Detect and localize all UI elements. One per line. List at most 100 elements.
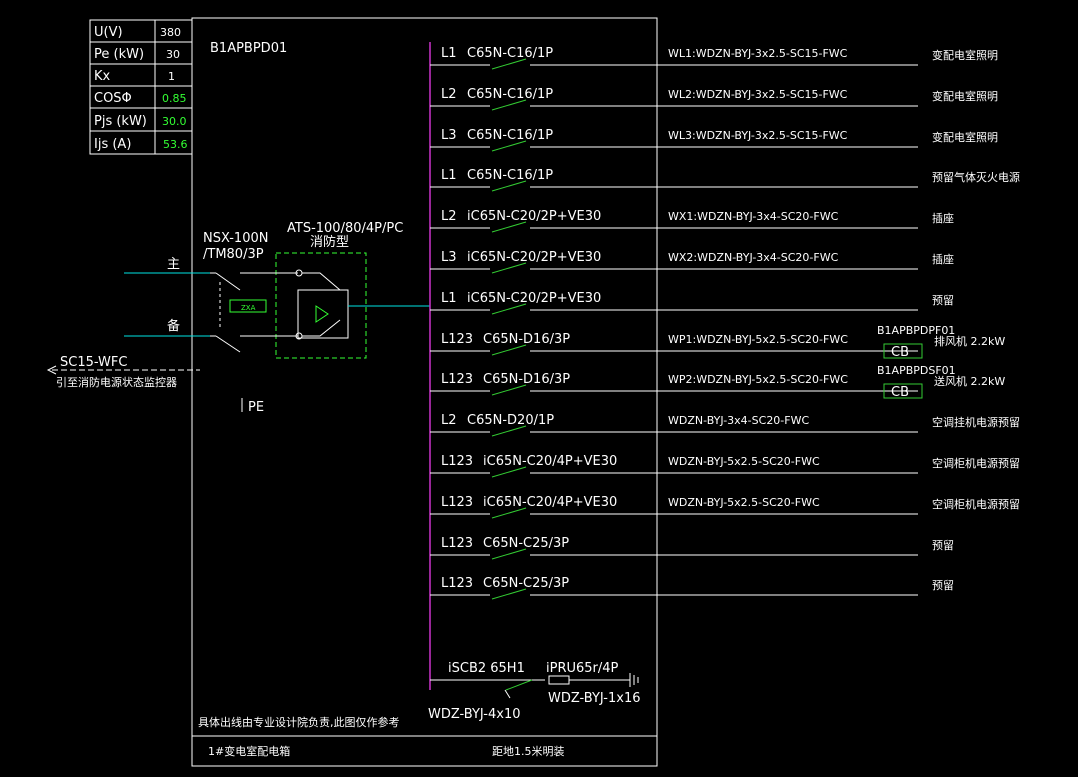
param-value: 1 xyxy=(168,70,175,83)
circuit-destination: 空调柜机电源预留 xyxy=(932,497,1020,511)
monitor-link: SC15-WFC 引至消防电源状态监控器 xyxy=(46,355,200,389)
circuit-destination: 预留 xyxy=(932,294,954,307)
breaker-contact xyxy=(491,588,527,600)
circuit-destination: 排风机 2.2kW xyxy=(934,334,1005,348)
circuit-destination: 变配电室照明 xyxy=(932,130,998,144)
circuit-breaker: iC65N-C20/2P+VE30 xyxy=(467,291,601,306)
breaker-contact xyxy=(491,99,527,111)
param-value: 380 xyxy=(160,26,181,39)
breaker-contact xyxy=(491,303,527,315)
param-value: 30 xyxy=(166,48,180,61)
circuit-breaker: C65N-C25/3P xyxy=(483,536,569,551)
circuit-destination: 预留 xyxy=(932,539,954,552)
param-label: Kx xyxy=(94,69,111,84)
spd-cable2: WDZ-BYJ-1x16 xyxy=(548,691,641,706)
circuit-phase: L1 xyxy=(441,46,457,61)
ats-switch: ATS-100/80/4P/PC 消防型 xyxy=(270,221,430,359)
circuit-cable: WP2:WDZN-BYJ-5x2.5-SC20-FWC xyxy=(668,373,848,386)
circuit-breaker: iC65N-C20/2P+VE30 xyxy=(467,250,601,265)
circuit-phase: L2 xyxy=(441,413,457,428)
circuit-phase: L2 xyxy=(441,209,457,224)
circuit-cable: WP1:WDZN-BYJ-5x2.5-SC20-FWC xyxy=(668,333,848,346)
circuit-phase: L2 xyxy=(441,87,457,102)
circuit-phase: L123 xyxy=(441,332,473,347)
param-label: Pjs (kW) xyxy=(94,114,147,129)
zxa-label: ZXA xyxy=(241,304,256,312)
circuit-destination: 插座 xyxy=(932,211,954,225)
param-label: U(V) xyxy=(94,25,123,40)
param-label: COSΦ xyxy=(94,91,132,106)
circuit-destination: 插座 xyxy=(932,252,954,266)
circuit-cable: WDZN-BYJ-3x4-SC20-FWC xyxy=(668,414,809,427)
circuit-phase: L123 xyxy=(441,576,473,591)
pe-label: PE xyxy=(248,400,264,415)
circuit-cable: WDZN-BYJ-5x2.5-SC20-FWC xyxy=(668,455,820,468)
circuit-breaker: C65N-C25/3P xyxy=(483,576,569,591)
cb-box-label: CB xyxy=(891,385,909,400)
breaker-contact xyxy=(491,344,527,356)
circuit-cable: WX2:WDZN-BYJ-3x4-SC20-FWC xyxy=(668,251,839,264)
circuit-phase: L3 xyxy=(441,250,457,265)
circuit-cable: WL2:WDZN-BYJ-3x2.5-SC15-FWC xyxy=(668,88,848,101)
circuit-destination: 变配电室照明 xyxy=(932,48,998,62)
breaker-contact xyxy=(491,180,527,192)
circuit-phase: L123 xyxy=(441,372,473,387)
breaker-contact xyxy=(491,58,527,70)
backup-supply-label: 备 xyxy=(167,318,180,334)
circuit-phase: L3 xyxy=(441,128,457,143)
circuit-breaker: C65N-D20/1P xyxy=(467,413,554,428)
circuit-cable: WDZN-BYJ-5x2.5-SC20-FWC xyxy=(668,496,820,509)
breaker-contact xyxy=(491,507,527,519)
breaker-contact xyxy=(491,262,527,274)
circuit-phase: L123 xyxy=(441,495,473,510)
monitor-label: 引至消防电源状态监控器 xyxy=(56,375,177,389)
breaker-contact xyxy=(491,425,527,437)
circuit-breaker: iC65N-C20/4P+VE30 xyxy=(483,454,617,469)
circuit-breaker: C65N-D16/3P xyxy=(483,372,570,387)
sc15-label: SC15-WFC xyxy=(60,355,127,370)
param-label: Pe (kW) xyxy=(94,47,144,62)
circuit-destination: 预留气体灭火电源 xyxy=(932,170,1020,184)
circuit-destination: 空调挂机电源预留 xyxy=(932,415,1020,429)
breaker-contact xyxy=(491,384,527,396)
ats-line1: ATS-100/80/4P/PC xyxy=(287,221,403,236)
cb-box-id: B1APBPDPF01 xyxy=(877,324,955,337)
circuit-phase: L123 xyxy=(441,454,473,469)
circuit-breaker: C65N-D16/3P xyxy=(483,332,570,347)
incoming-feeders: 主 备 ZXA NSX-100N /TM80/3P xyxy=(124,231,270,353)
footer-install: 距地1.5米明装 xyxy=(492,745,565,758)
circuit-breaker: C65N-C16/1P xyxy=(467,46,553,61)
main-breaker-line2: /TM80/3P xyxy=(203,247,264,262)
spd-row: iSCB2 65H1 iPRU65r/4P WDZ-BYJ-4x10 WDZ-B… xyxy=(428,661,641,722)
cb-box-id: B1APBPDSF01 xyxy=(877,364,956,377)
circuit-breaker: iC65N-C20/4P+VE30 xyxy=(483,495,617,510)
circuit-breaker: C65N-C16/1P xyxy=(467,87,553,102)
ats-line2: 消防型 xyxy=(310,234,349,250)
breaker-contact xyxy=(491,140,527,152)
spd-breaker: iSCB2 65H1 xyxy=(448,661,525,676)
circuit-phase: L1 xyxy=(441,291,457,306)
circuit-breaker: C65N-C16/1P xyxy=(467,128,553,143)
footer-panel-name: 1#变电室配电箱 xyxy=(208,744,290,758)
circuit-cable: WX1:WDZN-BYJ-3x4-SC20-FWC xyxy=(668,210,839,223)
param-value: 0.85 xyxy=(162,92,187,105)
param-value: 30.0 xyxy=(162,115,187,128)
breaker-contact xyxy=(491,548,527,560)
main-supply-label: 主 xyxy=(167,257,180,272)
circuit-cable: WL1:WDZN-BYJ-3x2.5-SC15-FWC xyxy=(668,47,848,60)
circuit-cable: WL3:WDZN-BYJ-3x2.5-SC15-FWC xyxy=(668,129,848,142)
circuit-breaker: iC65N-C20/2P+VE30 xyxy=(467,209,601,224)
panel-id: B1APBPD01 xyxy=(210,41,287,56)
breaker-contact xyxy=(491,221,527,233)
circuit-destination: 空调柜机电源预留 xyxy=(932,456,1020,470)
param-value: 53.6 xyxy=(163,138,188,151)
panel-frame xyxy=(191,17,658,767)
note-text: 具体出线由专业设计院负责,此图仅作参考 xyxy=(198,715,400,729)
param-table: U(V) 380 Pe (kW) 30 Kx 1 COSΦ 0.85 Pjs (… xyxy=(89,19,193,155)
cb-box xyxy=(883,343,923,359)
cb-box-label: CB xyxy=(891,345,909,360)
circuit-phase: L1 xyxy=(441,168,457,183)
circuit-phase: L123 xyxy=(441,536,473,551)
